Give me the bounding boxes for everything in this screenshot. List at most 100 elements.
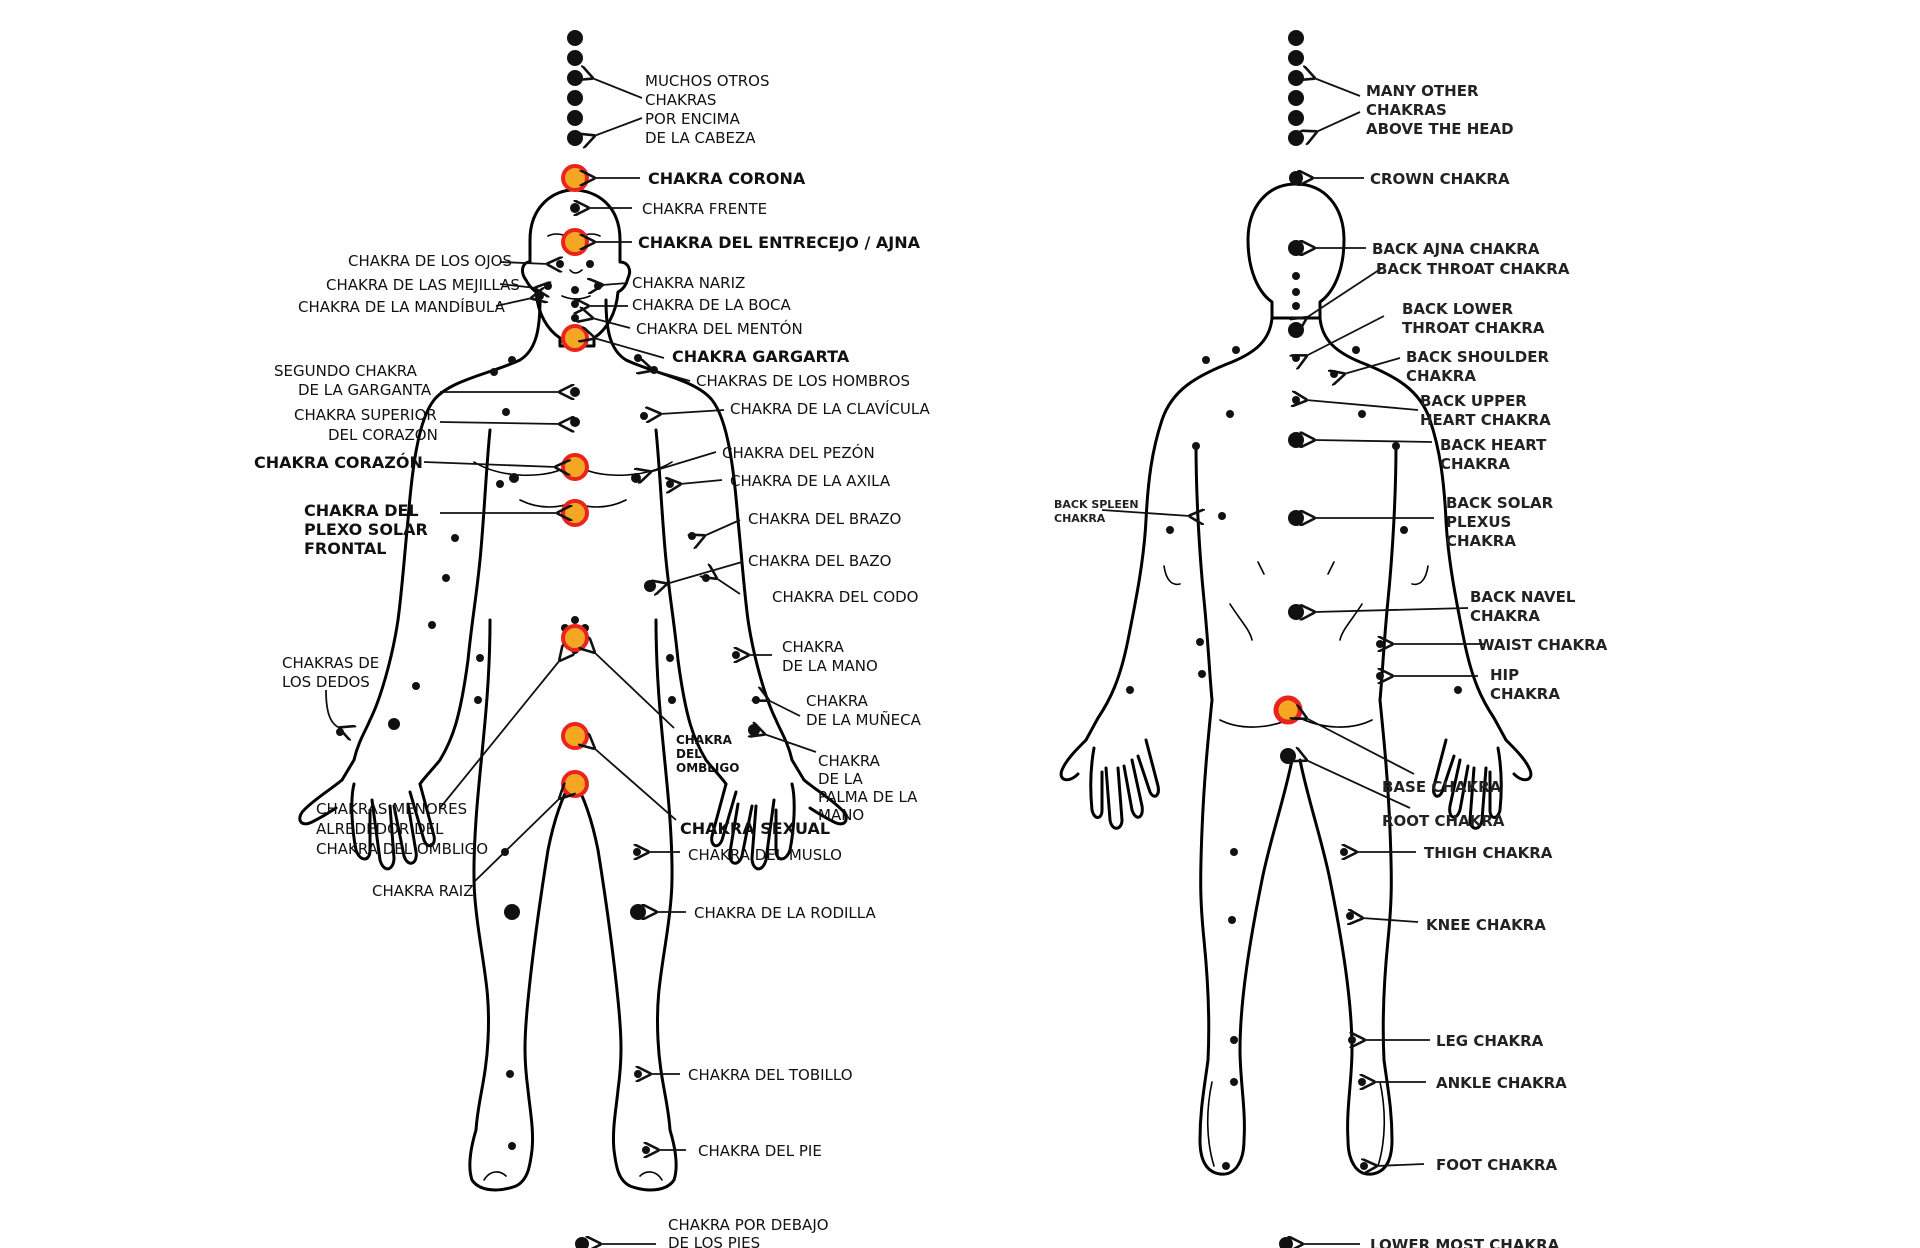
chakra-dot [1288, 90, 1304, 106]
chakra-dot [571, 314, 579, 322]
label-menores-3: CHAKRA DEL OMBLIGO [316, 840, 488, 858]
chakra-dot [442, 574, 450, 582]
chakra-dot [571, 286, 579, 294]
label-back-hip-1: HIP [1490, 666, 1519, 684]
chakra-dot [575, 1237, 589, 1248]
crown-chakra-back [1289, 171, 1303, 185]
label-muneca-2: DE LA MUÑECA [806, 710, 922, 729]
chakra-dot [1288, 240, 1304, 256]
label-back-upper-heart-1: BACK UPPER [1420, 392, 1527, 410]
label-pezon: CHAKRA DEL PEZÓN [722, 443, 875, 462]
label-raiz: CHAKRA RAIZ [372, 882, 473, 900]
label-mejillas: CHAKRA DE LAS MEJILLAS [326, 276, 520, 294]
chakra-dot [1348, 1036, 1356, 1044]
label-corazon: CHAKRA CORAZÓN [254, 453, 423, 472]
label-plexo-3: FRONTAL [304, 539, 387, 558]
chakra-dot [388, 718, 400, 730]
chakra-dot [1230, 1078, 1238, 1086]
label-mano-1: CHAKRA [782, 638, 845, 656]
chakra-dot [1292, 288, 1300, 296]
chakra-dot [1288, 30, 1304, 46]
label-many-2: CHAKRAS [645, 91, 716, 109]
chakra-dot [1340, 848, 1348, 856]
label-back-throat: BACK THROAT CHAKRA [1376, 260, 1570, 278]
label-back-crown: CROWN CHAKRA [1370, 170, 1510, 188]
sex-chakra [561, 722, 589, 750]
label-palma-2: DE LA [818, 770, 863, 788]
chakra-dot [336, 728, 344, 736]
label-back-lower-most: LOWER MOST CHAKRA [1370, 1236, 1560, 1248]
chakra-dot [634, 1070, 642, 1078]
label-back-foot: FOOT CHAKRA [1436, 1156, 1558, 1174]
front-labels: MUCHOS OTROS CHAKRAS POR ENCIMA DE LA CA… [254, 72, 931, 1248]
chakra-dot [1288, 50, 1304, 66]
chakra-dot [666, 480, 674, 488]
chakra-dot [1346, 912, 1354, 920]
chakra-dot [1280, 748, 1296, 764]
label-back-leg: LEG CHAKRA [1436, 1032, 1544, 1050]
back-chakra-points [1126, 30, 1462, 1248]
navel-chakra [561, 624, 589, 652]
chakra-dot [571, 616, 579, 624]
chakra-dot [412, 682, 420, 690]
ajna-chakra [561, 228, 589, 256]
label-menores-2: ALREDEDOR DEL [316, 820, 444, 838]
label-back-waist: WAIST CHAKRA [1478, 636, 1608, 654]
label-palma-4: MANO [818, 806, 864, 824]
label-back-knee: KNEE CHAKRA [1426, 916, 1546, 934]
label-ombligo-1: CHAKRA [676, 733, 733, 747]
chakra-dot [544, 282, 552, 290]
label-back-heart-1: BACK HEART [1440, 436, 1547, 454]
label-back-shoulder-1: BACK SHOULDER [1406, 348, 1549, 366]
chakra-dot [668, 696, 676, 704]
chakra-dot [1288, 510, 1304, 526]
label-rodilla: CHAKRA DE LA RODILLA [694, 904, 876, 922]
label-clavicula: CHAKRA DE LA CLAVÍCULA [730, 399, 931, 418]
label-codo: CHAKRA DEL CODO [772, 588, 918, 606]
chakra-dot [496, 480, 504, 488]
label-back-thigh: THIGH CHAKRA [1424, 844, 1553, 862]
label-back-upper-heart-2: HEART CHAKRA [1420, 411, 1551, 429]
chakra-dot [732, 651, 740, 659]
chakra-dot [567, 130, 583, 146]
label-ombligo-2: DEL [676, 747, 702, 761]
chakra-dot [1288, 432, 1304, 448]
label-back-spleen-1: BACK SPLEEN [1054, 498, 1139, 511]
chakra-dot [688, 532, 696, 540]
label-ajna: CHAKRA DEL ENTRECEJO / AJNA [638, 233, 921, 252]
chakra-dot [567, 90, 583, 106]
chakra-dot [502, 408, 510, 416]
chakra-dot [474, 696, 482, 704]
chakra-dot [1352, 346, 1360, 354]
chakra-dot [1288, 322, 1304, 338]
label-segundo-2: DE LA GARGANTA [298, 381, 432, 399]
label-hombros: CHAKRAS DE LOS HOMBROS [696, 372, 910, 390]
label-menton: CHAKRA DEL MENTÓN [636, 319, 803, 338]
label-bazo: CHAKRA DEL BAZO [748, 552, 891, 570]
chakra-dot [1292, 302, 1300, 310]
label-tobillo: CHAKRA DEL TOBILLO [688, 1066, 853, 1084]
chakra-dot [571, 300, 579, 308]
label-axila: CHAKRA DE LA AXILA [730, 472, 891, 490]
chakra-dot [508, 356, 516, 364]
chakra-dot [1228, 916, 1236, 924]
chakra-dot [1222, 1162, 1230, 1170]
chakra-dot [1288, 130, 1304, 146]
label-back-root: ROOT CHAKRA [1382, 812, 1505, 830]
back-arrows [1101, 78, 1484, 1244]
label-corona: CHAKRA CORONA [648, 169, 806, 188]
label-palma-1: CHAKRA [818, 752, 881, 770]
label-palma-3: PALMA DE LA [818, 788, 918, 806]
chakra-dot [1202, 356, 1210, 364]
label-plexo-1: CHAKRA DEL [304, 501, 419, 520]
label-back-lower-throat-1: BACK LOWER [1402, 300, 1513, 318]
chakra-dot [509, 473, 519, 483]
chakra-dot [631, 473, 641, 483]
chakra-dot [570, 387, 580, 397]
label-back-many-1: MANY OTHER [1366, 82, 1479, 100]
label-back-lower-throat-2: THROAT CHAKRA [1402, 319, 1545, 337]
label-back-solar-1: BACK SOLAR [1446, 494, 1554, 512]
label-back-heart-2: CHAKRA [1440, 455, 1510, 473]
label-back-navel-1: BACK NAVEL [1470, 588, 1576, 606]
label-muslo: CHAKRA DEL MUSLO [688, 846, 842, 864]
